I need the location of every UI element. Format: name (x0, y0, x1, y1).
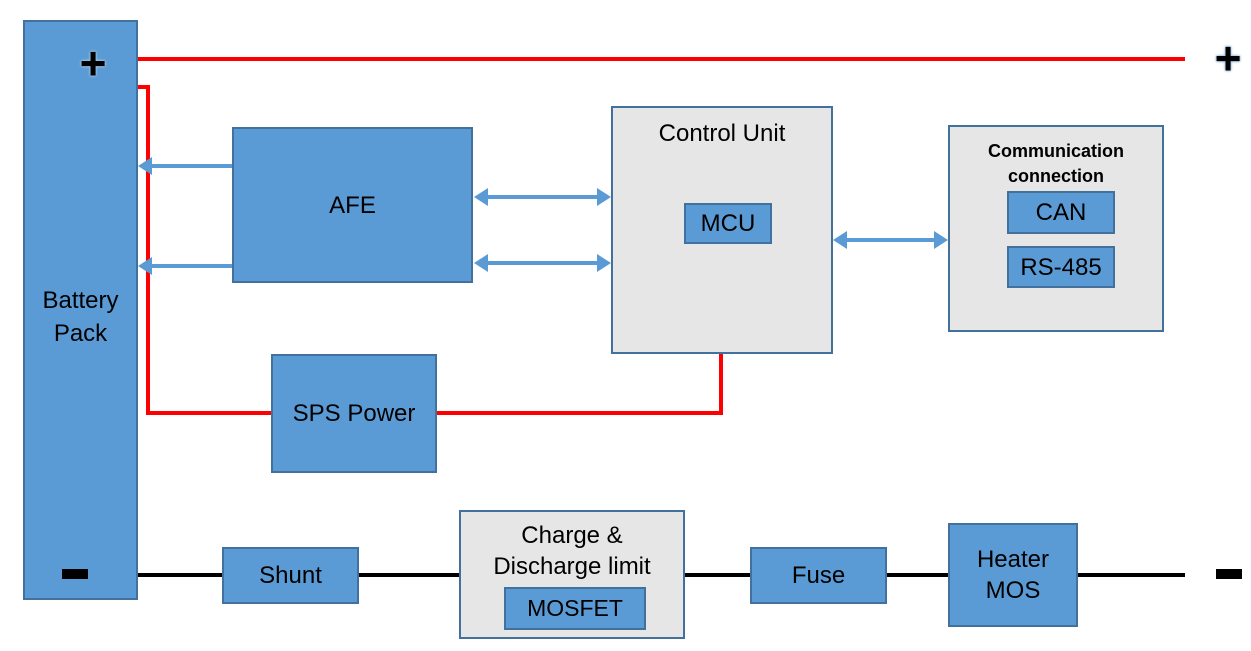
charge-discharge-limit-box: Charge & Discharge limit MOSFET (459, 510, 685, 639)
battery-pack-label-line2: Pack (53, 320, 108, 347)
arrow-afe-cu-1-right-head (597, 188, 611, 206)
arrow-afe-to-battery-1-shaft (150, 164, 232, 168)
rs485-label: RS-485 (1020, 253, 1102, 281)
fuse-label: Fuse (791, 562, 846, 589)
control-unit-box: Control Unit MCU (611, 106, 833, 354)
positive-terminal-right: + (1214, 32, 1242, 84)
wire-negative-seg-shunt-limit (357, 573, 461, 577)
sps-power-box: SPS Power (271, 354, 437, 473)
arrow-cu-comm-shaft (845, 238, 936, 242)
shunt-label: Shunt (259, 562, 322, 589)
communication-label-line1: Communication (987, 141, 1124, 161)
mcu-label: MCU (700, 210, 756, 237)
shunt-box: Shunt (222, 547, 359, 604)
rs485-box: RS-485 (1007, 246, 1115, 288)
limit-label-line1: Charge & (521, 522, 623, 549)
communication-connection-label: Communication connection (950, 139, 1162, 189)
afe-box: AFE (232, 127, 473, 283)
control-unit-label: Control Unit (658, 120, 786, 147)
wire-positive-to-sps (146, 411, 273, 415)
arrow-afe-cu-2-left-head (474, 254, 488, 272)
heater-mos-label-line1: Heater (976, 546, 1050, 573)
afe-label: AFE (329, 191, 376, 219)
wire-positive-top-rail (138, 57, 1185, 61)
heater-mos-label-line2: MOS (985, 577, 1041, 604)
wire-negative-seg-limit-fuse (683, 573, 752, 577)
wire-negative-seg-heater-terminal (1076, 573, 1185, 577)
heater-mos-box: Heater MOS (948, 523, 1078, 627)
mosfet-box: MOSFET (504, 587, 646, 630)
wire-sps-to-control-v (719, 354, 723, 415)
can-box: CAN (1007, 191, 1115, 234)
arrow-afe-cu-2-shaft (486, 261, 599, 265)
battery-pack-label-line1: Battery (42, 287, 119, 314)
mosfet-label: MOSFET (527, 595, 623, 621)
communication-label-line2: connection (1007, 166, 1104, 186)
fuse-box: Fuse (750, 547, 887, 604)
can-label: CAN (1035, 199, 1087, 226)
battery-pack-box: + Battery Pack (23, 20, 138, 600)
wire-negative-seg-battery-shunt (136, 573, 224, 577)
communication-connection-box: Communication connection CAN RS-485 (948, 125, 1164, 332)
charge-discharge-limit-label: Charge & Discharge limit (461, 520, 683, 582)
arrow-cu-comm-left-head (833, 231, 847, 249)
arrow-afe-cu-1-shaft (486, 195, 599, 199)
mcu-box: MCU (684, 203, 772, 244)
arrow-afe-to-battery-2-head (138, 257, 152, 275)
wire-positive-tap-v (146, 85, 150, 415)
negative-terminal-right (1216, 569, 1242, 579)
arrow-afe-to-battery-2-shaft (150, 264, 232, 268)
arrow-afe-to-battery-1-head (138, 157, 152, 175)
arrow-cu-comm-right-head (934, 231, 948, 249)
arrow-afe-cu-2-right-head (597, 254, 611, 272)
sps-power-label: SPS Power (292, 400, 416, 427)
battery-pack-label: Battery Pack (25, 284, 136, 350)
limit-label-line2: Discharge limit (493, 553, 651, 580)
battery-minus-terminal (62, 569, 88, 579)
arrow-afe-cu-1-left-head (474, 188, 488, 206)
battery-plus-terminal: + (79, 36, 107, 89)
wire-sps-to-control-h (435, 411, 723, 415)
wire-negative-seg-fuse-heater (885, 573, 950, 577)
